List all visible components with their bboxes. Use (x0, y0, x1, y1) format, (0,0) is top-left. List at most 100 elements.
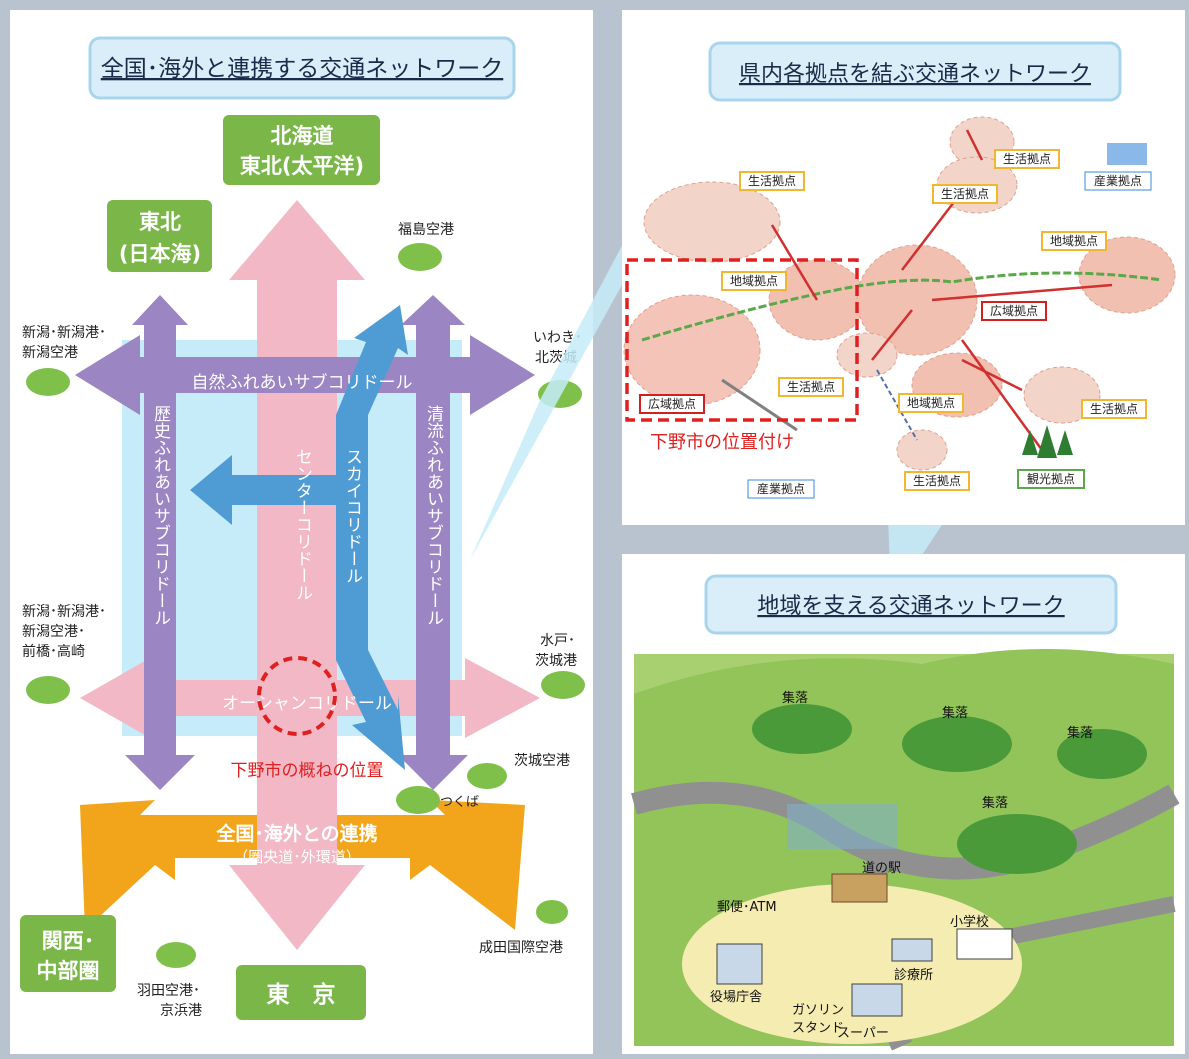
supermarket-building (851, 983, 903, 1017)
shimotsuke-position-label: 下野市の概ねの位置 (231, 761, 384, 781)
haneda-marker (156, 942, 196, 968)
tohoku-sea-box (107, 200, 212, 272)
bottom-right-panel: 地域を支える交通ネットワーク 集落 集落 集落 集落 道の駅 郵便･ATM (622, 554, 1185, 1054)
nature-corridor-arrow (75, 335, 535, 415)
link-line-6 (960, 339, 1044, 451)
national-link-sublabel: （圏央道･外環道） (233, 848, 361, 866)
tourism-trees-icon (1022, 425, 1073, 458)
haneda-label-2: 京浜港 (160, 1003, 202, 1019)
fukushima-label: 福島空港 (398, 222, 454, 238)
hokkaido-box (223, 115, 380, 185)
rail-line (641, 271, 1163, 342)
tokyo-label: 東 京 (267, 981, 336, 1008)
roadside-station-building (831, 873, 888, 903)
niigata-mid-label-3: 前橋･高崎 (22, 643, 85, 660)
village-area-1 (752, 704, 852, 754)
ocean-corridor-label: オーシャンコリドール (222, 694, 392, 714)
niigata-mid-label-1: 新潟･新潟港･ (22, 604, 106, 620)
fukushima-marker (398, 243, 442, 271)
link-line-7 (871, 309, 913, 361)
niigata-mid-label-2: 新潟空港･ (22, 624, 85, 640)
title-box (708, 41, 1122, 102)
life-hub-label-5: 生活拠点 (1090, 402, 1138, 416)
left-panel: 全国･海外と連携する交通ネットワーク 自然ふれあいサブコリドール オーシャンコリ… (10, 10, 593, 1054)
school-building (956, 928, 1013, 960)
mito-marker (541, 671, 585, 699)
village-area-3 (1057, 729, 1147, 779)
title-box (88, 36, 516, 100)
japan-sea-label: (日本海) (119, 242, 201, 266)
tohoku-label: 東北 (139, 210, 181, 234)
link-line-5 (961, 358, 1023, 392)
wide-hub-label-1: 広域拠点 (648, 397, 696, 411)
main-road (631, 781, 1180, 880)
regional-network-illustration: 地域を支える交通ネットワーク 集落 集落 集落 集落 道の駅 郵便･ATM (631, 574, 1180, 1051)
niigata-top-marker (26, 368, 70, 396)
roadside-station-label: 道の駅 (862, 861, 901, 876)
national-network-diagram: 全国･海外と連携する交通ネットワーク 自然ふれあいサブコリドール オーシャンコリ… (20, 36, 585, 1020)
life-hub-label-1: 生活拠点 (748, 174, 796, 188)
link-line-4 (931, 283, 1113, 302)
village-label-3: 集落 (1067, 725, 1093, 741)
tsukuba-marker (396, 786, 440, 814)
page-title: 全国･海外と連携する交通ネットワーク (101, 56, 504, 82)
kansai-label: 関西･ (42, 929, 95, 953)
narita-marker (536, 900, 568, 924)
history-corridor-label: 歴史ふれあいサブコリドール (150, 405, 171, 626)
kansai-box (20, 915, 116, 992)
regional-hub-label-2: 地域拠点 (1050, 234, 1098, 248)
prefecture-network-diagram: 県内各拠点を結ぶ交通ネットワーク 下野市の位置付け (622, 10, 1185, 525)
narita-label: 成田国際空港 (479, 940, 563, 956)
seiryu-corridor-arrow (398, 295, 468, 790)
clinic-label: 診療所 (894, 967, 933, 983)
life-hub-area-6 (896, 429, 948, 471)
niigata-top-label-1: 新潟･新潟港･ (22, 325, 106, 341)
mito-label-2: 茨城港 (535, 653, 577, 669)
industry-buildings-icon (1107, 143, 1147, 165)
town-hall-building (716, 943, 763, 985)
niigata-mid-marker (26, 676, 70, 704)
national-link-arrow (80, 800, 525, 930)
regional-hub-label-3: 地域拠点 (907, 396, 955, 410)
ibaraki-airport-marker (467, 763, 507, 789)
school-label: 小学校 (950, 914, 989, 930)
regional-hub-label-1: 地域拠点 (730, 274, 778, 288)
shimotsuke-marker (257, 656, 337, 736)
supermarket-label: スーパー (837, 1026, 889, 1041)
chubu-label: 中部圏 (37, 959, 100, 983)
wide-hub-label-2: 広域拠点 (990, 304, 1038, 318)
iwaki-label-1: いわき･ (533, 330, 582, 346)
clinic-building (891, 938, 933, 962)
village-area-2 (902, 716, 1012, 772)
center-area (682, 884, 1022, 1044)
section-title: 地域を支える交通ネットワーク (757, 594, 1064, 619)
nature-corridor-label: 自然ふれあいサブコリドール (192, 372, 413, 393)
post-atm-label: 郵便･ATM (717, 900, 777, 915)
tokyo-box (236, 965, 366, 1020)
life-hub-area (643, 181, 781, 263)
tourism-hub-label: 観光拠点 (1027, 472, 1075, 486)
ocean-corridor-arrow (80, 658, 540, 738)
rice-fields (787, 804, 897, 849)
gas-station-label-2: スタンド (792, 1021, 844, 1036)
ibaraki-airport-label: 茨城空港 (514, 753, 570, 769)
tsukuba-label: つくば (440, 795, 479, 810)
life-hub-label-2: 生活拠点 (1003, 152, 1051, 166)
shimotsuke-highlight-box (625, 258, 859, 422)
center-corridor-label: センターコリドール (292, 448, 312, 601)
regional-hub-area-2 (1078, 236, 1176, 314)
link-line-1 (770, 224, 819, 301)
industry-hub-label-1: 産業拠点 (1094, 173, 1142, 188)
national-link-label: 全国･海外との連携 (215, 822, 377, 845)
village-label-4: 集落 (982, 795, 1008, 811)
niigata-top-label-2: 新潟空港 (22, 345, 78, 361)
title-box (704, 574, 1118, 635)
section-title: 県内各拠点を結ぶ交通ネットワーク (739, 62, 1091, 87)
seiryu-corridor-label: 清流ふれあいサブコリドール (423, 405, 444, 626)
wide-hub-area (623, 294, 761, 406)
sky-corridor-arrow (336, 305, 408, 770)
sky-corridor-branch-arrow (190, 455, 345, 525)
shimotsuke-positioning-label: 下野市の位置付け (650, 432, 794, 453)
road-line-2 (876, 369, 918, 441)
industry-hub-label-2: 産業拠点 (757, 481, 805, 496)
